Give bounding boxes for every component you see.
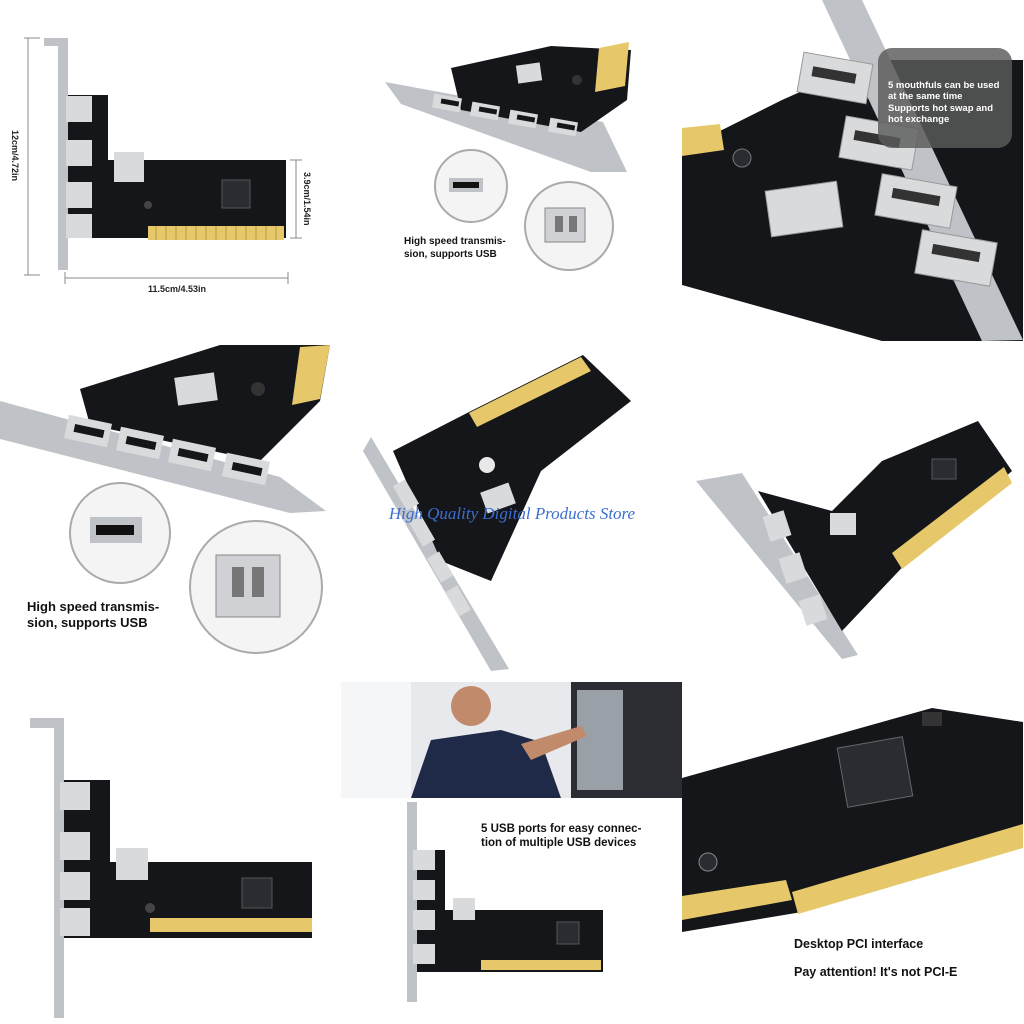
- caption-line-2: sion, supports USB: [404, 248, 497, 260]
- tile-hot-swap: 5 mouthfuls can be used at the same time…: [682, 0, 1023, 341]
- tile-five-ports: 5 USB ports for easy connec- tion of mul…: [341, 682, 682, 1023]
- tile-dimensions: 12cm/4.72in 3.9cm/1.54in 11.5cm/4.53in: [0, 0, 341, 341]
- caption-line-1: Desktop PCI interface: [794, 937, 924, 951]
- caption-pci-interface: Desktop PCI interface: [794, 937, 923, 953]
- tile-angled-right: [682, 341, 1023, 682]
- tile-high-speed-angled: High speed transmis- sion, supports USB: [341, 0, 682, 341]
- height-dimension-label: 12cm/4.72in: [10, 130, 20, 182]
- bubble-line-1: 5 mouthfuls can be used: [888, 80, 1000, 91]
- pci-card-angled-right-image: [696, 421, 1012, 659]
- caption-line-2: sion, supports USB: [27, 615, 148, 631]
- pci-card-front-image: [24, 37, 302, 284]
- caption-line-1: High speed transmis-: [27, 599, 160, 614]
- bubble-line-3: Supports hot swap and: [888, 102, 994, 114]
- pci-card-rotated-image: [363, 355, 631, 671]
- feature-bubble: 5 mouthfuls can be used at the same time…: [878, 48, 1012, 148]
- pci-card-front-view-image: [30, 718, 312, 1018]
- depth-dimension-label: 3.9cm/1.54in: [302, 172, 312, 226]
- tile-pci-interface: Desktop PCI interface Pay attention! It'…: [682, 682, 1023, 1023]
- width-dimension-label: 11.5cm/4.53in: [148, 284, 207, 294]
- technician-and-card-image: [341, 682, 682, 1002]
- tile-center-product: [341, 341, 682, 682]
- pci-connector-closeup-image: [682, 708, 1023, 932]
- caption-line-1: 5 USB ports for easy connec-: [481, 823, 642, 835]
- tile-high-speed-large: High speed transmis- sion, supports USB: [0, 341, 341, 682]
- bubble-line-2: at the same time: [888, 91, 963, 103]
- pci-card-angled-image: [385, 42, 631, 271]
- caption-line-1: High speed transmis-: [404, 236, 506, 247]
- caption-line-2: Pay attention! It's not PCI-E: [794, 965, 958, 979]
- caption-high-speed-large: High speed transmis- sion, supports USB: [27, 599, 159, 632]
- bubble-line-4: hot exchange: [888, 114, 950, 126]
- caption-high-speed: High speed transmis- sion, supports USB: [404, 236, 506, 261]
- pci-card-angled-large-image: [0, 345, 330, 654]
- tile-front-view: [0, 682, 341, 1023]
- caption-five-ports: 5 USB ports for easy connec- tion of mul…: [481, 822, 641, 851]
- caption-line-2: tion of multiple USB devices: [481, 837, 637, 850]
- caption-not-pcie: Pay attention! It's not PCI-E: [794, 965, 957, 981]
